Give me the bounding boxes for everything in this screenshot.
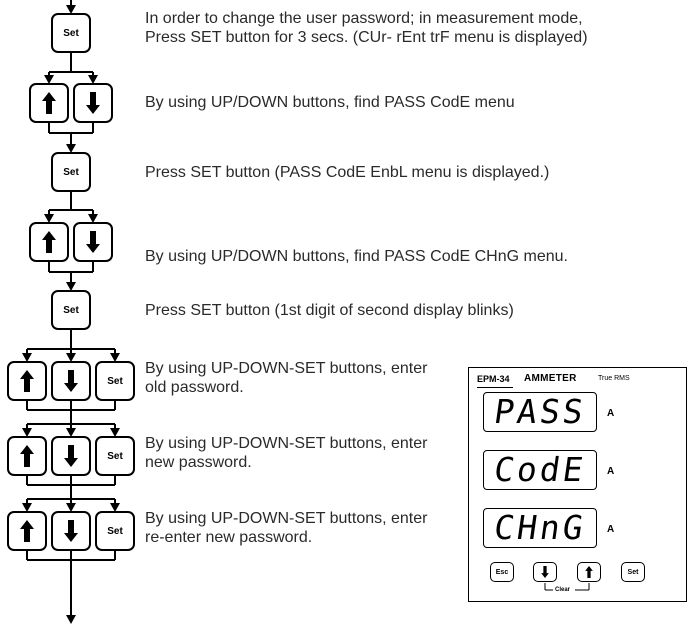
header-divider (477, 387, 513, 388)
down-button[interactable] (51, 361, 91, 401)
step-3-description: Press SET button (PASS CodE EnbL menu is… (145, 164, 550, 181)
device-title: AMMETER (524, 373, 577, 384)
set-button-label: Set (107, 450, 123, 462)
device-subtitle: True RMS (598, 375, 630, 382)
up-button[interactable] (7, 361, 47, 401)
panel-up-button[interactable] (577, 562, 601, 582)
set-button[interactable]: Set (51, 290, 91, 330)
clear-bracket (544, 583, 590, 591)
down-button[interactable] (73, 222, 113, 262)
up-button[interactable] (7, 436, 47, 476)
step-6-description: By using UP-DOWN-SET buttons, enter old … (145, 360, 428, 396)
set-button[interactable]: Set (51, 13, 91, 53)
panel-set-button[interactable]: Set (621, 562, 645, 582)
set-button-label: Set (63, 166, 79, 178)
arrow-down-icon (86, 92, 100, 114)
down-button[interactable] (73, 83, 113, 123)
step-1-description: In order to change the user password; in… (145, 10, 588, 46)
display-top: PASS (483, 392, 597, 432)
down-button[interactable] (51, 436, 91, 476)
display-middle: CodE (483, 450, 597, 490)
step-2-description: By using UP/DOWN buttons, find PASS CodE… (145, 94, 515, 111)
set-button[interactable]: Set (95, 436, 135, 476)
arrow-up-icon (42, 92, 56, 114)
set-button-label: Set (63, 304, 79, 316)
arrow-up-icon (20, 520, 34, 542)
set-button[interactable]: Set (95, 511, 135, 551)
device-header: EPM-34 AMMETER True RMS (477, 373, 678, 388)
arrow-up-icon (585, 566, 593, 578)
unit-label-top: A (607, 408, 615, 419)
step-8-description: By using UP-DOWN-SET buttons, enter re-e… (145, 510, 428, 546)
clear-label: Clear (555, 587, 571, 593)
step-4-description: By using UP/DOWN buttons, find PASS CodE… (145, 248, 568, 265)
ammeter-device-panel: EPM-34 AMMETER True RMS PASS A CodE A CH… (468, 367, 687, 602)
device-model: EPM-34 (477, 374, 510, 384)
step-5-description: Press SET button (1st digit of second di… (145, 302, 514, 319)
unit-label-middle: A (607, 466, 615, 477)
arrow-down-icon (64, 445, 78, 467)
step-7-description: By using UP-DOWN-SET buttons, enter new … (145, 435, 428, 471)
display-bottom: CHnG (483, 508, 597, 548)
unit-label-bottom: A (607, 524, 615, 535)
set-button-label: Set (107, 525, 123, 537)
esc-button-label: Esc (495, 568, 509, 576)
arrow-down-icon (64, 520, 78, 542)
set-button-label: Set (63, 27, 79, 39)
up-button[interactable] (29, 222, 69, 262)
arrow-down-icon (86, 231, 100, 253)
arrow-up-icon (20, 370, 34, 392)
arrow-down-icon (541, 566, 549, 578)
down-button[interactable] (51, 511, 91, 551)
panel-down-button[interactable] (533, 562, 557, 582)
set-button-label: Set (107, 375, 123, 387)
up-button[interactable] (29, 83, 69, 123)
arrow-up-icon (42, 231, 56, 253)
arrow-down-icon (64, 370, 78, 392)
up-button[interactable] (7, 511, 47, 551)
esc-button[interactable]: Esc (490, 562, 514, 582)
panel-set-button-label: Set (627, 568, 639, 576)
set-button[interactable]: Set (51, 152, 91, 192)
set-button[interactable]: Set (95, 361, 135, 401)
arrow-up-icon (20, 445, 34, 467)
